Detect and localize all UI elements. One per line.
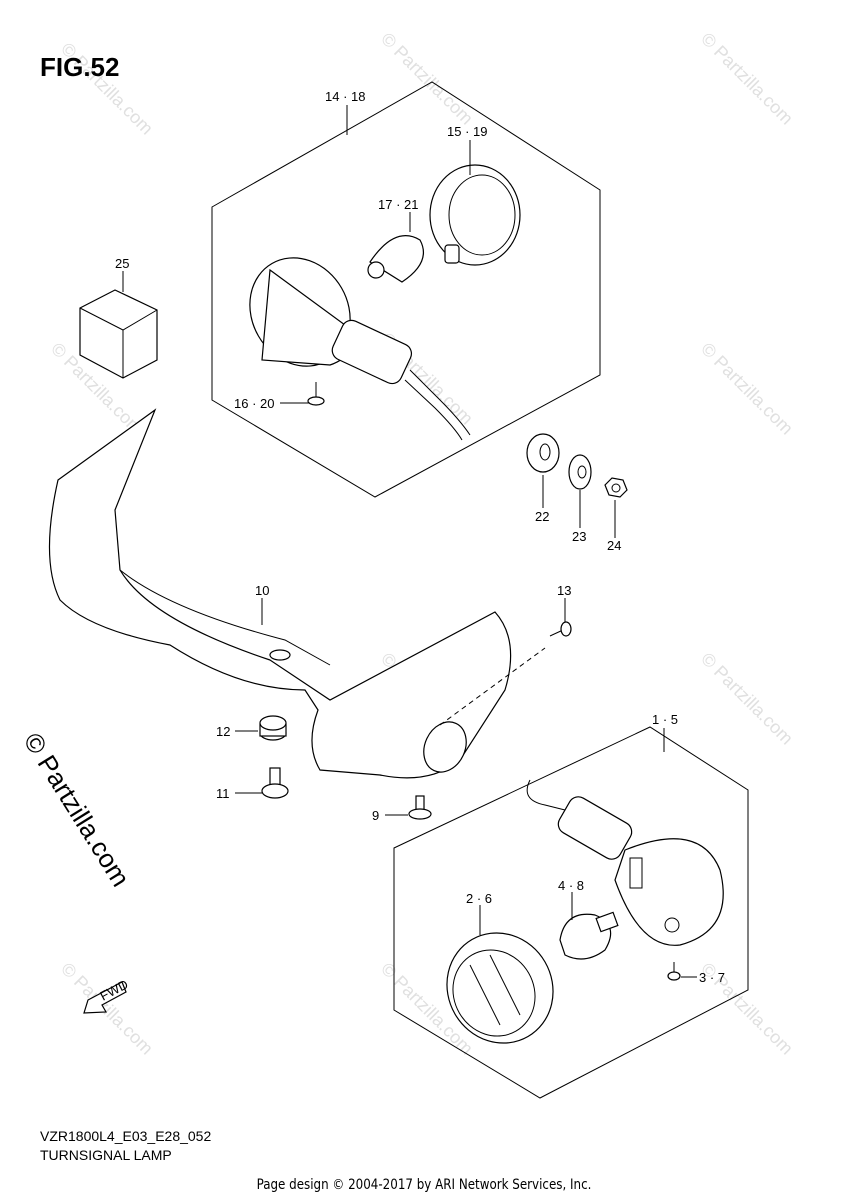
upper-bulb-part bbox=[367, 235, 424, 283]
callout-23: 23 bbox=[572, 529, 586, 544]
callout-22: 22 bbox=[535, 509, 549, 524]
callout-13: 13 bbox=[557, 583, 571, 598]
callout-17-21: 17 · 21 bbox=[378, 197, 418, 212]
callout-4-8: 4 · 8 bbox=[558, 878, 584, 893]
lower-lens-screw-part bbox=[667, 962, 681, 981]
watermark-text: © Partzilla.com bbox=[57, 959, 157, 1059]
model-code: VZR1800L4_E03_E28_052 bbox=[40, 1128, 212, 1144]
lower-lamp-housing bbox=[526, 779, 724, 946]
lower-screw-part bbox=[408, 795, 432, 820]
callout-16-20: 16 · 20 bbox=[234, 396, 274, 411]
upper-assembly-frame bbox=[211, 81, 601, 498]
callout-12: 12 bbox=[216, 724, 230, 739]
nut-part bbox=[604, 477, 628, 498]
lower-lens-part bbox=[446, 932, 554, 1044]
fwd-label: FWD bbox=[97, 977, 130, 1004]
leader-lines bbox=[122, 105, 697, 978]
callout-14-18: 14 · 18 bbox=[325, 89, 365, 104]
watermark-text: © Partzilla.com bbox=[697, 29, 797, 129]
watermark-text: © Partzilla.com bbox=[377, 29, 477, 129]
grommet-part bbox=[259, 715, 287, 741]
callout-3-7: 3 · 7 bbox=[699, 970, 725, 985]
callout-24: 24 bbox=[607, 538, 621, 553]
bracket-part bbox=[48, 408, 546, 779]
watermark-text: © Partzilla.com bbox=[697, 649, 797, 749]
callout-10: 10 bbox=[255, 583, 269, 598]
callout-11: 11 bbox=[216, 786, 230, 801]
callout-25: 25 bbox=[115, 256, 129, 271]
callout-15-19: 15 · 19 bbox=[447, 124, 487, 139]
washer-part bbox=[568, 454, 592, 490]
upper-lens-part bbox=[429, 164, 521, 266]
callout-1-5: 1 · 5 bbox=[652, 712, 678, 727]
callout-9: 9 bbox=[372, 808, 379, 823]
watermark-text: © Partzilla.com bbox=[697, 339, 797, 439]
figure-title: FIG.52 bbox=[40, 52, 120, 82]
callout-labels: 14 · 18 15 · 19 17 · 21 25 16 · 20 22 23… bbox=[115, 89, 725, 985]
lower-assembly-frame bbox=[393, 726, 749, 1099]
upper-screw-part bbox=[307, 382, 325, 406]
bracket-washer-part bbox=[526, 433, 560, 473]
part-name: TURNSIGNAL LAMP bbox=[40, 1147, 172, 1163]
lower-bulb-part bbox=[559, 911, 619, 960]
footer-credit: Page design © 2004-2017 by ARI Network S… bbox=[256, 1177, 592, 1193]
upper-lamp-housing bbox=[249, 257, 471, 441]
bracket-screw-part bbox=[549, 621, 572, 637]
callout-2-6: 2 · 6 bbox=[466, 891, 492, 906]
bolt-part bbox=[261, 767, 289, 799]
relay-part bbox=[79, 289, 158, 379]
